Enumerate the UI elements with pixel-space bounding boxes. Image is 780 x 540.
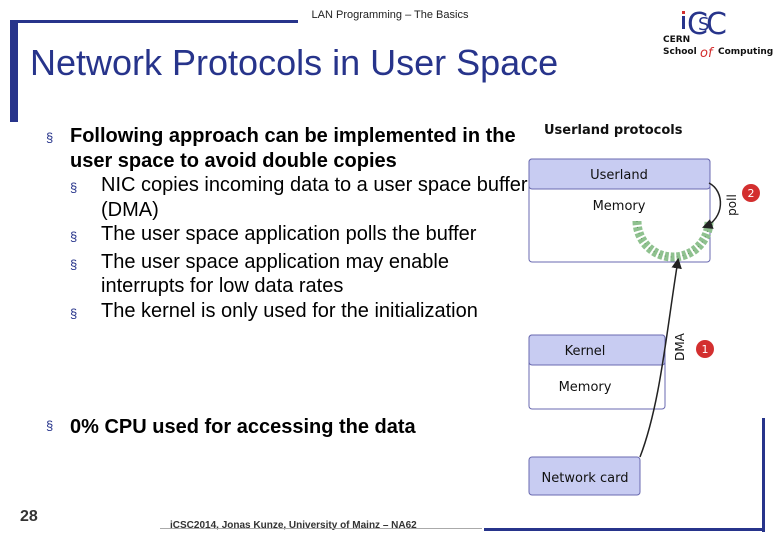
icsc-logo: C C S CERN School of Computing [663, 7, 773, 61]
bullet-marker: § [70, 305, 78, 321]
step-1-label: 1 [702, 343, 709, 356]
logo-school: School [663, 47, 697, 57]
svg-text:S: S [698, 14, 709, 35]
sub-bullet-text: The user space application may enable in… [101, 250, 449, 298]
sub-bullet-item: § NIC copies incoming data to a user spa… [70, 173, 536, 222]
network-card-box [528, 456, 641, 496]
top-accent-bar [10, 20, 298, 23]
diagram-heading: Userland protocols [544, 123, 683, 138]
dma-arrow [639, 257, 682, 458]
slide-header: LAN Programming – The Basics [311, 9, 469, 21]
poll-arrow [702, 182, 722, 229]
bottom-right-accent-vertical [762, 418, 765, 532]
bullet-marker: § [70, 180, 78, 195]
bullet-marker: § [46, 130, 54, 145]
slide-title: Network Protocols in User Space [30, 42, 559, 83]
step-1-badge [696, 340, 714, 358]
sub-bullet-text: The kernel is only used for the initiali… [101, 299, 478, 322]
bullet-marker: § [70, 256, 78, 272]
kernel-label: Kernel [565, 344, 606, 359]
userland-protocols-diagram: Userland protocols Userland Memory poll … [528, 123, 760, 496]
userland-label: Userland [590, 168, 648, 183]
dma-label: DMA [673, 332, 687, 361]
page-number: 28 [20, 508, 38, 525]
kernel-memory-label: Memory [559, 380, 612, 395]
logo-cern: CERN [663, 35, 690, 45]
logo-of: of [700, 46, 715, 61]
userland-label-box [528, 158, 711, 190]
footer-text: iCSC2014, Jonas Kunze, University of Mai… [170, 520, 417, 531]
sub-bullet-text: The user space application polls the buf… [101, 223, 477, 245]
logo-computing: Computing [718, 47, 773, 57]
userland-memory-label: Memory [593, 199, 646, 214]
poll-label: poll [725, 194, 739, 216]
step-2-badge [742, 184, 760, 202]
bullet-text: 0% CPU used for accessing the data [70, 416, 416, 438]
sub-bullet-item: § The user space application polls the b… [70, 222, 536, 250]
svg-text:C: C [706, 7, 727, 42]
step-2-label: 2 [748, 187, 755, 200]
bullet-marker: § [70, 229, 78, 244]
bullet-marker: § [46, 418, 54, 433]
ring-buffer [632, 220, 714, 262]
bullet-list: § Following approach can be implemented … [46, 124, 536, 326]
bullet-text: Following approach can be implemented in… [70, 125, 516, 172]
sub-bullet-item: § The kernel is only used for the initia… [70, 299, 536, 327]
sub-bullet-item: § The user space application may enable … [70, 250, 536, 299]
bullet-item-cpu: § 0% CPU used for accessing the data [46, 416, 526, 439]
sub-bullet-text: NIC copies incoming data to a user space… [101, 174, 528, 221]
bottom-right-accent-horizontal [484, 528, 765, 531]
network-card-label: Network card [542, 471, 629, 486]
bullet-item: § Following approach can be implemented … [46, 124, 536, 173]
title-accent-bar [10, 20, 18, 122]
svg-text:C: C [687, 7, 708, 42]
footer-divider [160, 528, 482, 529]
sub-bullet-list: § NIC copies incoming data to a user spa… [70, 173, 536, 326]
